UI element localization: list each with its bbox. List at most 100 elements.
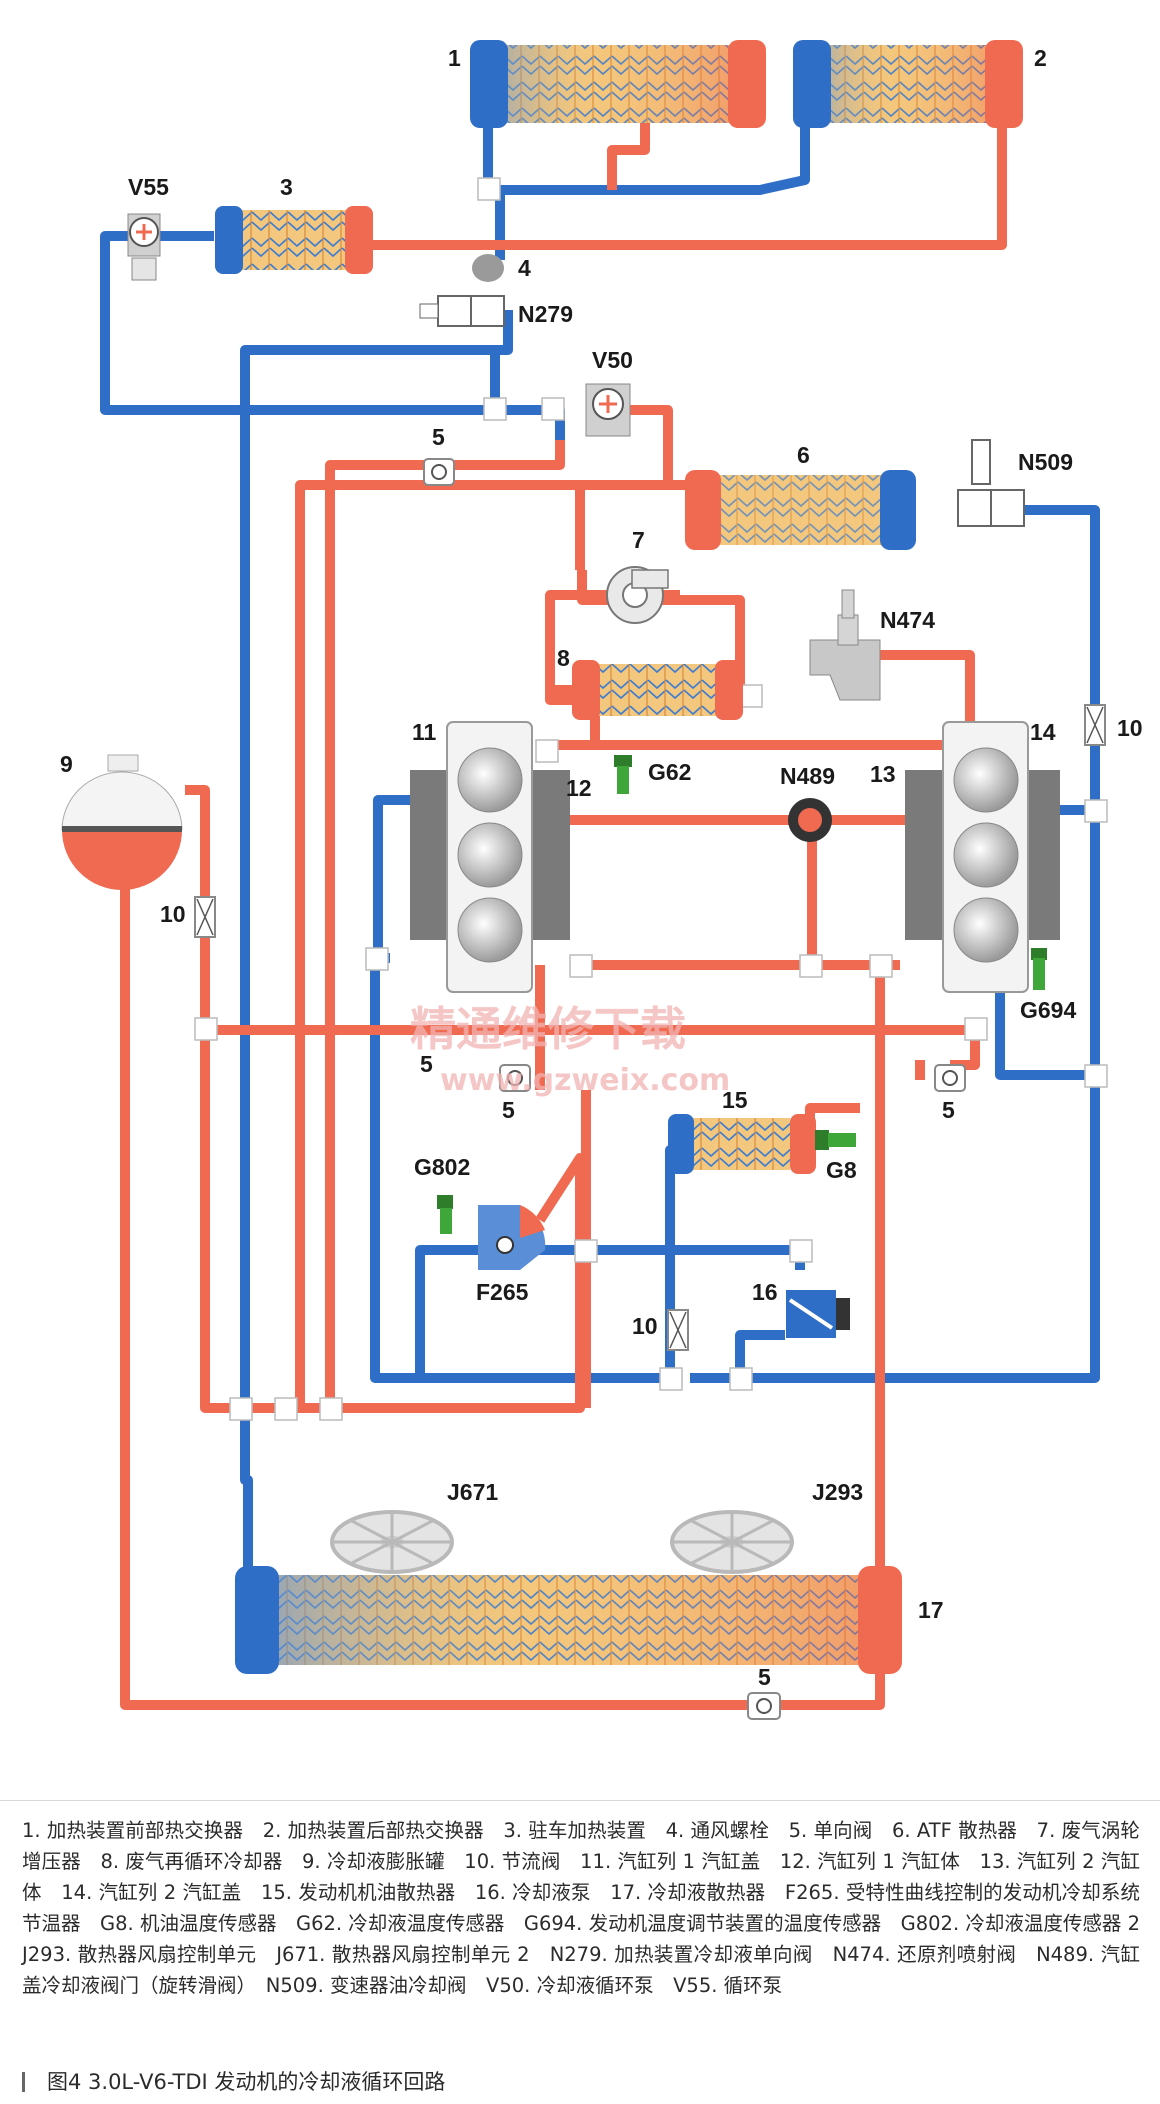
label-5-top: 5 (432, 424, 445, 450)
label-10-left: 10 (160, 901, 186, 927)
legend-item: J293. 散热器风扇控制单元 (22, 1943, 257, 1966)
legend-item: 6. ATF 散热器 (892, 1819, 1018, 1842)
sensor-g62 (614, 755, 632, 794)
throttle-valve-10 (194, 896, 216, 938)
legend-item: V55. 循环泵 (673, 1974, 783, 1997)
check-valve-5 (499, 1064, 531, 1092)
injector-n474 (809, 589, 881, 701)
label-v55: V55 (128, 174, 169, 200)
check-valve-5 (747, 1692, 781, 1720)
label-g8: G8 (826, 1157, 857, 1183)
throttle-valve-10 (1084, 704, 1106, 746)
pump-v50 (585, 383, 631, 437)
legend-item: N279. 加热装置冷却液单向阀 (549, 1943, 813, 1966)
legend-item: 13. 汽缸列 2 汽缸体 (22, 1850, 1140, 1904)
pipe (607, 120, 650, 190)
pipe (415, 1245, 500, 1378)
pipe (200, 1030, 580, 1413)
label-g802: G802 (414, 1154, 470, 1180)
label-12: 12 (566, 775, 592, 801)
label-17: 17 (918, 1597, 944, 1623)
label-13: 13 (870, 761, 896, 787)
pipe (295, 480, 690, 1408)
legend-item: 9. 冷却液膨胀罐 (302, 1850, 445, 1873)
coolant-pump-16 (786, 1290, 850, 1338)
legend-item: 12. 汽缸列 1 汽缸体 (779, 1850, 960, 1873)
legend-item: 7. 废气涡轮增压器 (22, 1819, 1140, 1873)
vent-screw-4 (472, 254, 504, 282)
legend-item: V50. 冷却液循环泵 (486, 1974, 654, 1997)
label-9: 9 (60, 751, 73, 777)
pipe (240, 345, 508, 1408)
cylinder-bank-2 (905, 721, 1060, 993)
legend-item: 15. 发动机机油散热器 (260, 1881, 456, 1904)
legend-item: 4. 通风螺栓 (665, 1819, 769, 1842)
turbocharger-7 (606, 566, 669, 624)
fan-j671 (330, 1510, 454, 1574)
watermark-url: www.gzweix.com (440, 1063, 730, 1098)
t-joints (194, 177, 1108, 1421)
legend: 1. 加热装置前部热交换器 2. 加热装置后部热交换器 3. 驻车加热装置 4.… (22, 1815, 1140, 2001)
pipe (500, 1245, 805, 1270)
pipe (870, 650, 975, 730)
watermark-title: 精通维修下载 (410, 1002, 686, 1056)
cylinder-bank-1 (410, 721, 570, 993)
pipe (185, 785, 210, 1030)
radiator-17 (235, 1566, 902, 1674)
label-g694: G694 (1020, 997, 1076, 1023)
label-n474: N474 (880, 607, 935, 633)
label-16: 16 (752, 1279, 778, 1305)
parking-heater-3 (215, 206, 373, 274)
legend-item: 10. 节流阀 (464, 1850, 561, 1873)
label-10-bottom: 10 (632, 1313, 658, 1339)
expansion-tank-9 (61, 754, 183, 890)
legend-item: 11. 汽缸列 1 汽缸盖 (580, 1850, 761, 1873)
legend-item: G802. 冷却液温度传感器 2 (900, 1912, 1140, 1935)
caption-bar (22, 2072, 25, 2092)
label-3: 3 (280, 174, 293, 200)
label-v50: V50 (592, 347, 633, 373)
legend-item: N474. 还原剂喷射阀 (832, 1943, 1017, 1966)
label-14: 14 (1030, 719, 1056, 745)
caption-text: 图4 3.0L-V6-TDI 发动机的冷却液循环回路 (47, 2070, 446, 2094)
label-n489: N489 (780, 763, 835, 789)
figure-caption: 图4 3.0L-V6-TDI 发动机的冷却液循环回路 (22, 2066, 445, 2096)
label-g62: G62 (648, 759, 691, 785)
divider (0, 1800, 1160, 1801)
label-8: 8 (557, 645, 570, 671)
sensor-g8 (815, 1130, 856, 1150)
check-valve-5 (423, 458, 455, 486)
legend-item: 8. 废气再循环冷却器 (100, 1850, 283, 1873)
rotary-valve-n489 (788, 798, 832, 842)
label-5-bottom: 5 (758, 1664, 771, 1690)
label-n509: N509 (1018, 449, 1073, 475)
throttle-valve-10 (667, 1309, 689, 1351)
label-f265: F265 (476, 1279, 529, 1305)
legend-item: 16. 冷却液泵 (474, 1881, 591, 1904)
label-n279: N279 (518, 301, 573, 327)
label-2: 2 (1034, 45, 1047, 71)
label-7: 7 (632, 527, 645, 553)
heat-exchanger-1 (470, 40, 766, 128)
label-10-right: 10 (1117, 715, 1143, 741)
legend-item: 1. 加热装置前部热交换器 (22, 1819, 244, 1842)
label-11: 11 (412, 719, 437, 745)
label-5-mid-right: 5 (942, 1097, 955, 1123)
pump-v55 (127, 213, 161, 281)
egr-cooler-8 (572, 660, 743, 720)
thermostat-f265 (478, 1205, 546, 1270)
legend-item: G694. 发动机温度调节装置的温度传感器 (523, 1912, 882, 1935)
pipe (240, 1408, 253, 1580)
label-j293: J293 (812, 1479, 863, 1505)
legend-item: G8. 机油温度传感器 (100, 1912, 277, 1935)
legend-item: G62. 冷却液温度传感器 (295, 1912, 505, 1935)
label-5-left: 5 (420, 1051, 433, 1077)
legend-item: 5. 单向阀 (788, 1819, 873, 1842)
label-6: 6 (797, 442, 810, 468)
label-1: 1 (448, 45, 461, 71)
oil-cooler-15 (668, 1114, 816, 1174)
sensor-g694 (1031, 948, 1047, 990)
pipe (690, 505, 1100, 1383)
fan-j293 (670, 1510, 794, 1574)
legend-item: 17. 冷却液散热器 (610, 1881, 766, 1904)
